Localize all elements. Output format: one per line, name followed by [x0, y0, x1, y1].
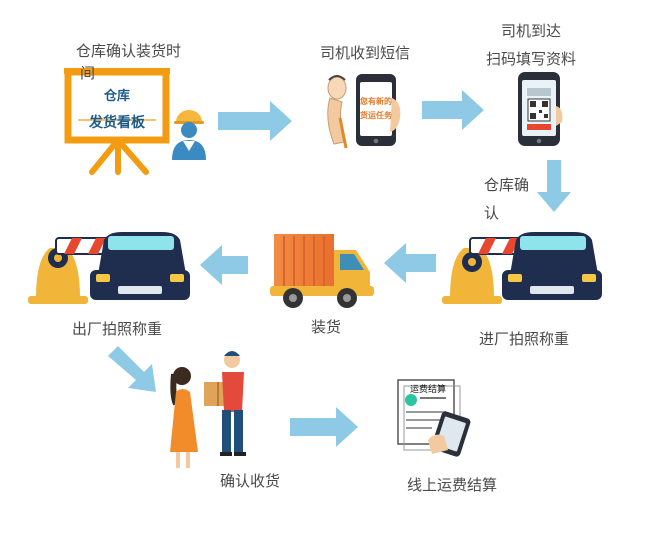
- sms-phone-icon: [356, 74, 401, 146]
- board-easel-icon: [64, 68, 170, 175]
- step-loading-label: 装货: [310, 319, 342, 336]
- sms-phone-line1: 您有新的: [360, 96, 392, 106]
- sms-phone-line2: 货运任务: [359, 110, 393, 120]
- flow-arrow-3: [537, 160, 571, 212]
- step-enter-weigh-label: 进厂拍照称重: [478, 331, 570, 348]
- step-driver-sms-label: 司机收到短信: [320, 45, 411, 62]
- qr-phone-icon: [518, 72, 563, 146]
- flow-arrow-5: [200, 245, 248, 285]
- exit-barrier-car-icon: [28, 232, 190, 304]
- step-warehouse-ack-label: 仓库确: [484, 177, 530, 194]
- board-line1: 仓库: [103, 88, 130, 103]
- entry-barrier-car-icon: [442, 232, 602, 304]
- worker-icon: [172, 110, 206, 160]
- flow-arrow-6: [108, 346, 156, 392]
- step-exit-weigh-label: 出厂拍照称重: [71, 321, 163, 338]
- board-line2: 发货看板: [88, 114, 146, 130]
- step-driver-arrive-label: 司机到达: [500, 23, 562, 40]
- settlement-document-icon: [397, 379, 471, 457]
- document-title: 运费结算: [410, 383, 446, 394]
- receiving-people-icon: [170, 351, 246, 468]
- step-warehouse-confirm-label: 仓库确认装货时: [76, 43, 182, 60]
- step-receive-confirm-label: 确认收货: [219, 473, 281, 490]
- step-online-settle-label: 线上运费结算: [406, 477, 498, 494]
- flow-arrow-4: [384, 243, 436, 283]
- step-warehouse-confirm-label-line2: 间: [80, 65, 96, 82]
- truck-icon: [270, 234, 374, 308]
- step-warehouse-ack-label-line2: 认: [484, 205, 500, 222]
- driver-hand-icon: [327, 75, 348, 149]
- step-driver-arrive-label-line2: 扫码填写资料: [485, 51, 577, 68]
- flow-arrow-1: [218, 101, 292, 141]
- flow-arrow-2: [422, 90, 484, 130]
- flow-arrow-7: [290, 407, 358, 447]
